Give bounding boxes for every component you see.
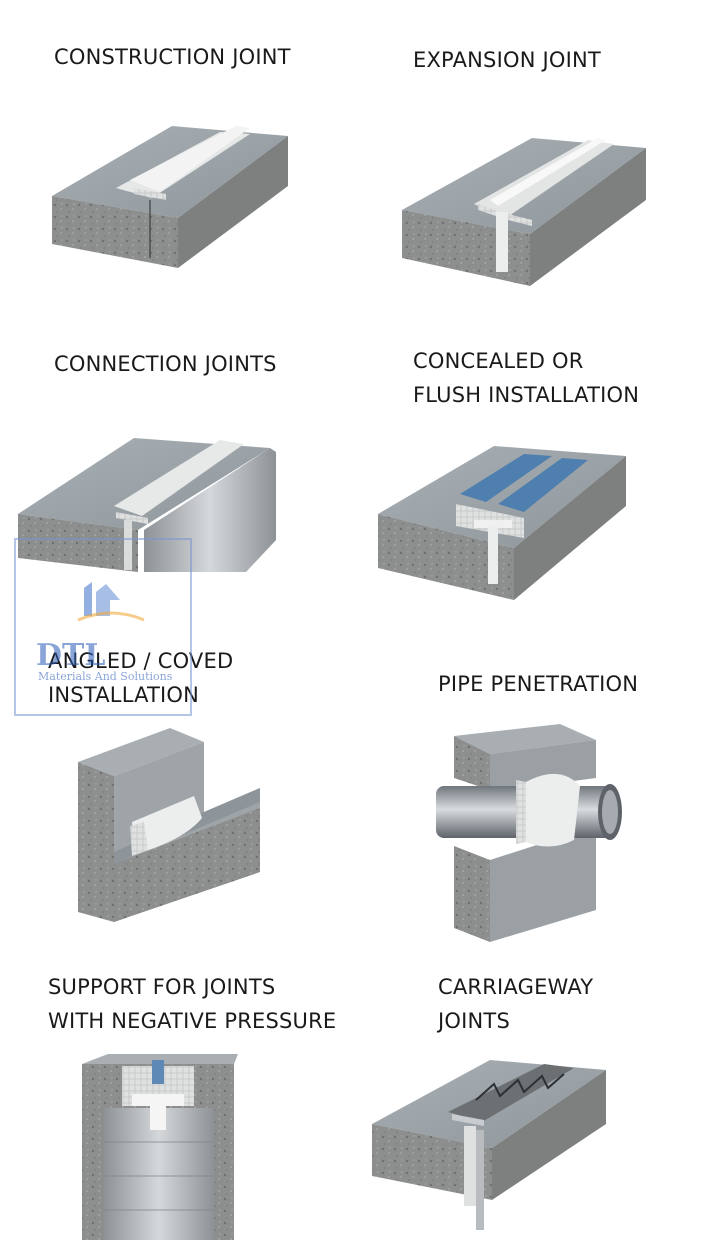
- concealed-label-line1: CONCEALED OR: [413, 349, 584, 373]
- angled-label-line1: ANGLED / COVED: [48, 649, 234, 673]
- connection-joints-illustration: [14, 432, 284, 582]
- support-label-line2: WITH NEGATIVE PRESSURE: [48, 1009, 337, 1033]
- watermark-brand: DTL: [36, 638, 106, 673]
- pipe-penetration-illustration: [430, 720, 630, 950]
- expansion-joint-label: EXPANSION JOINT: [413, 48, 601, 72]
- construction-joint-illustration: [40, 118, 300, 278]
- watermark-logo: DTL Materials And Solutions: [14, 538, 192, 716]
- watermark-tagline: Materials And Solutions: [38, 670, 173, 683]
- carriageway-label-line1: CARRIAGEWAY: [438, 975, 594, 999]
- construction-joint-label: CONSTRUCTION JOINT: [54, 45, 291, 69]
- angled-label-line2: INSTALLATION: [48, 683, 200, 707]
- negative-pressure-support-illustration: [78, 1052, 248, 1242]
- support-label-line1: SUPPORT FOR JOINTS: [48, 975, 276, 999]
- connection-joints-label: CONNECTION JOINTS: [54, 352, 277, 376]
- angled-installation-illustration: [74, 722, 274, 932]
- expansion-joint-illustration: [392, 124, 652, 294]
- concealed-label-line2: FLUSH INSTALLATION: [413, 383, 640, 407]
- concealed-installation-illustration: [374, 442, 634, 607]
- carriageway-joints-illustration: [368, 1050, 618, 1240]
- pipe-penetration-label: PIPE PENETRATION: [438, 672, 639, 696]
- carriageway-label-line2: JOINTS: [438, 1009, 510, 1033]
